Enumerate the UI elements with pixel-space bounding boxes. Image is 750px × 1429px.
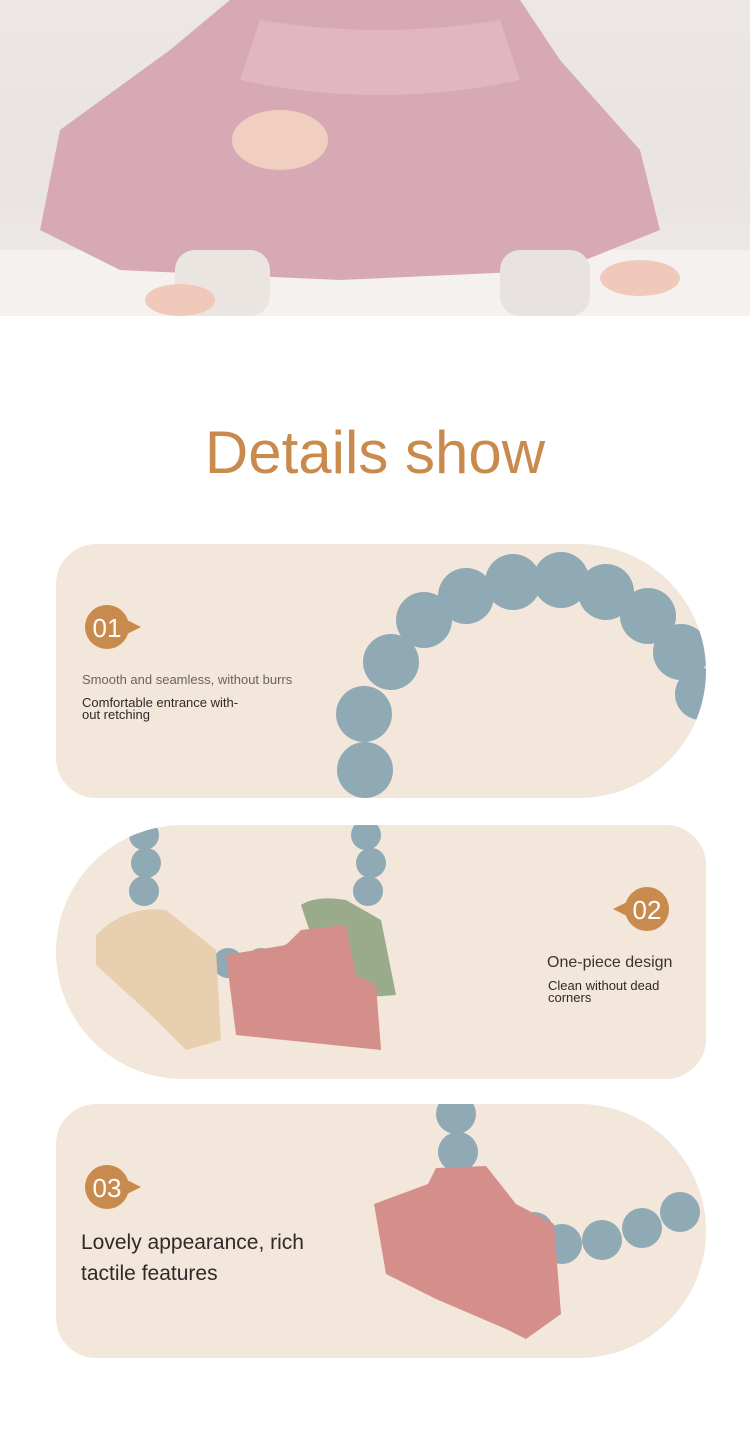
feature-heading: Smooth and seamless, without burrs: [82, 672, 293, 687]
feature-card-02: 02 One-piece design Clean without dead c…: [56, 825, 706, 1079]
hero-photo: [0, 0, 750, 316]
teether-bead-ring-image: [336, 552, 706, 798]
feature-text: Lovely appearance, rich tactile features: [81, 1231, 304, 1285]
feature-card-01: 01 Smooth and seamless, without burrs Co…: [56, 544, 706, 798]
feature-text: Clean without dead corners: [548, 978, 660, 1005]
number-badge: 01: [85, 605, 141, 649]
feature-text: Comfortable entrance with- out retching: [82, 695, 239, 722]
feature-card-03: 03 Lovely appearance, rich tactile featu…: [56, 1104, 706, 1358]
number-badge: 03: [85, 1165, 141, 1209]
car-teether-set-image: [96, 825, 396, 1050]
car-teether-image: [374, 1104, 700, 1339]
feature-heading: One-piece design: [547, 954, 673, 971]
page-title: Details show: [204, 419, 546, 486]
baby-in-pink-dress-image: [0, 0, 750, 316]
number-badge: 02: [613, 887, 669, 931]
